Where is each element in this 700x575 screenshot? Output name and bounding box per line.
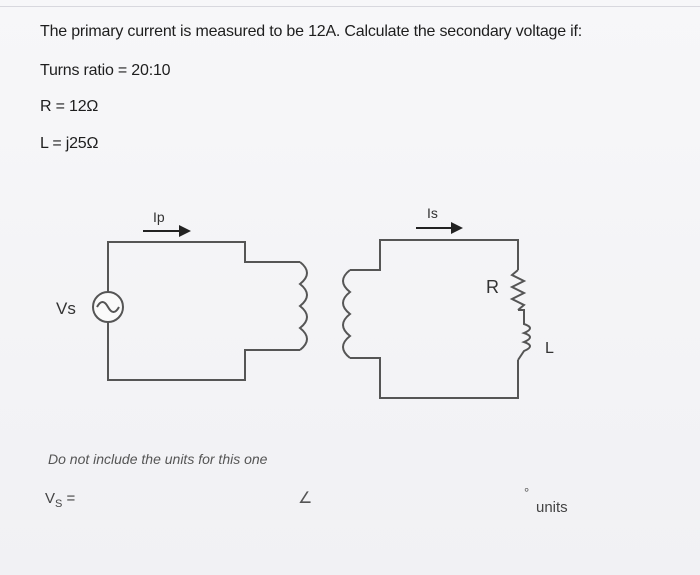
inductance-text: L = j25Ω [40, 135, 99, 152]
answer-hint: Do not include the units for this one [48, 451, 268, 467]
units-label: units [536, 499, 568, 516]
source-voltage-label: Vs [56, 299, 76, 318]
inductor-symbol [517, 309, 531, 361]
secondary-current-arrow [416, 222, 463, 234]
primary-wire-bottom [107, 322, 300, 381]
answer-row: VS = ∠ ° units [0, 485, 700, 525]
secondary-current-label: Is [427, 205, 438, 221]
resistor-label: R [486, 277, 499, 297]
inductor-label: L [545, 340, 554, 357]
vs-equals: = [62, 490, 76, 507]
vs-subscript: S [55, 498, 63, 510]
question-prompt: The primary current is measured to be 12… [40, 23, 583, 40]
primary-current-label: Ip [153, 209, 165, 225]
secondary-coil [342, 269, 352, 359]
vs-letter: V [45, 490, 56, 507]
top-divider [0, 6, 700, 7]
resistance-text: R = 12Ω [40, 98, 99, 115]
resistor-symbol [509, 269, 527, 311]
transformer-circuit-diagram: Ip Is Vs R L [56, 205, 554, 399]
vs-answer-label: VS = [45, 490, 75, 510]
angle-input[interactable] [318, 488, 512, 514]
secondary-wire-top [350, 239, 519, 271]
primary-wire-top [107, 241, 300, 292]
primary-current-arrow [143, 225, 191, 237]
degree-symbol: ° [524, 485, 530, 500]
turns-ratio-text: Turns ratio = 20:10 [40, 62, 171, 79]
angle-symbol: ∠ [298, 490, 313, 507]
vs-magnitude-input[interactable] [95, 488, 289, 514]
secondary-wire-bottom [350, 357, 519, 399]
ac-wave-icon [96, 301, 120, 313]
primary-coil [298, 261, 308, 351]
